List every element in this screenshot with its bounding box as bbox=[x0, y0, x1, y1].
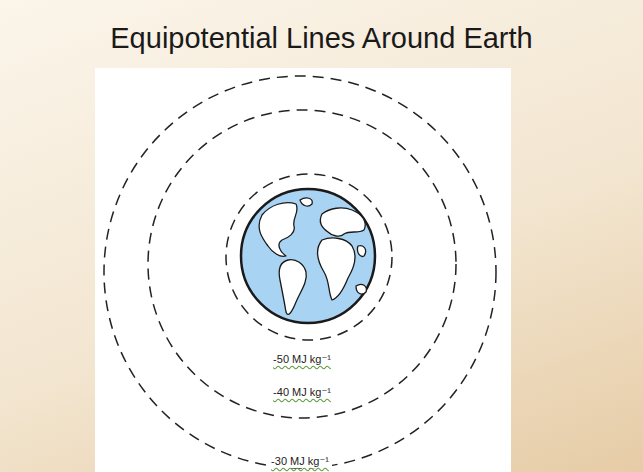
equipotential-lines bbox=[104, 76, 496, 468]
picture-panel bbox=[95, 68, 511, 472]
greenland bbox=[300, 198, 312, 206]
madagascar bbox=[356, 284, 366, 294]
outer-equipotential bbox=[104, 76, 496, 468]
continents bbox=[259, 198, 366, 314]
arabia bbox=[357, 246, 365, 257]
europe-asia bbox=[320, 208, 365, 236]
north-america bbox=[259, 203, 297, 257]
earth-globe bbox=[241, 189, 375, 323]
potential-label: -30 MJ kg⁻¹ bbox=[268, 454, 332, 468]
inner-equipotential bbox=[226, 174, 392, 340]
africa bbox=[318, 238, 355, 300]
middle-equipotential bbox=[148, 110, 456, 418]
slide-title: Equipotential Lines Around Earth bbox=[0, 22, 643, 55]
potential-label: -40 MJ kg⁻¹ bbox=[270, 385, 334, 399]
potential-label: -50 MJ kg⁻¹ bbox=[270, 352, 334, 366]
south-america bbox=[279, 260, 306, 315]
earth-drawing bbox=[241, 189, 375, 323]
